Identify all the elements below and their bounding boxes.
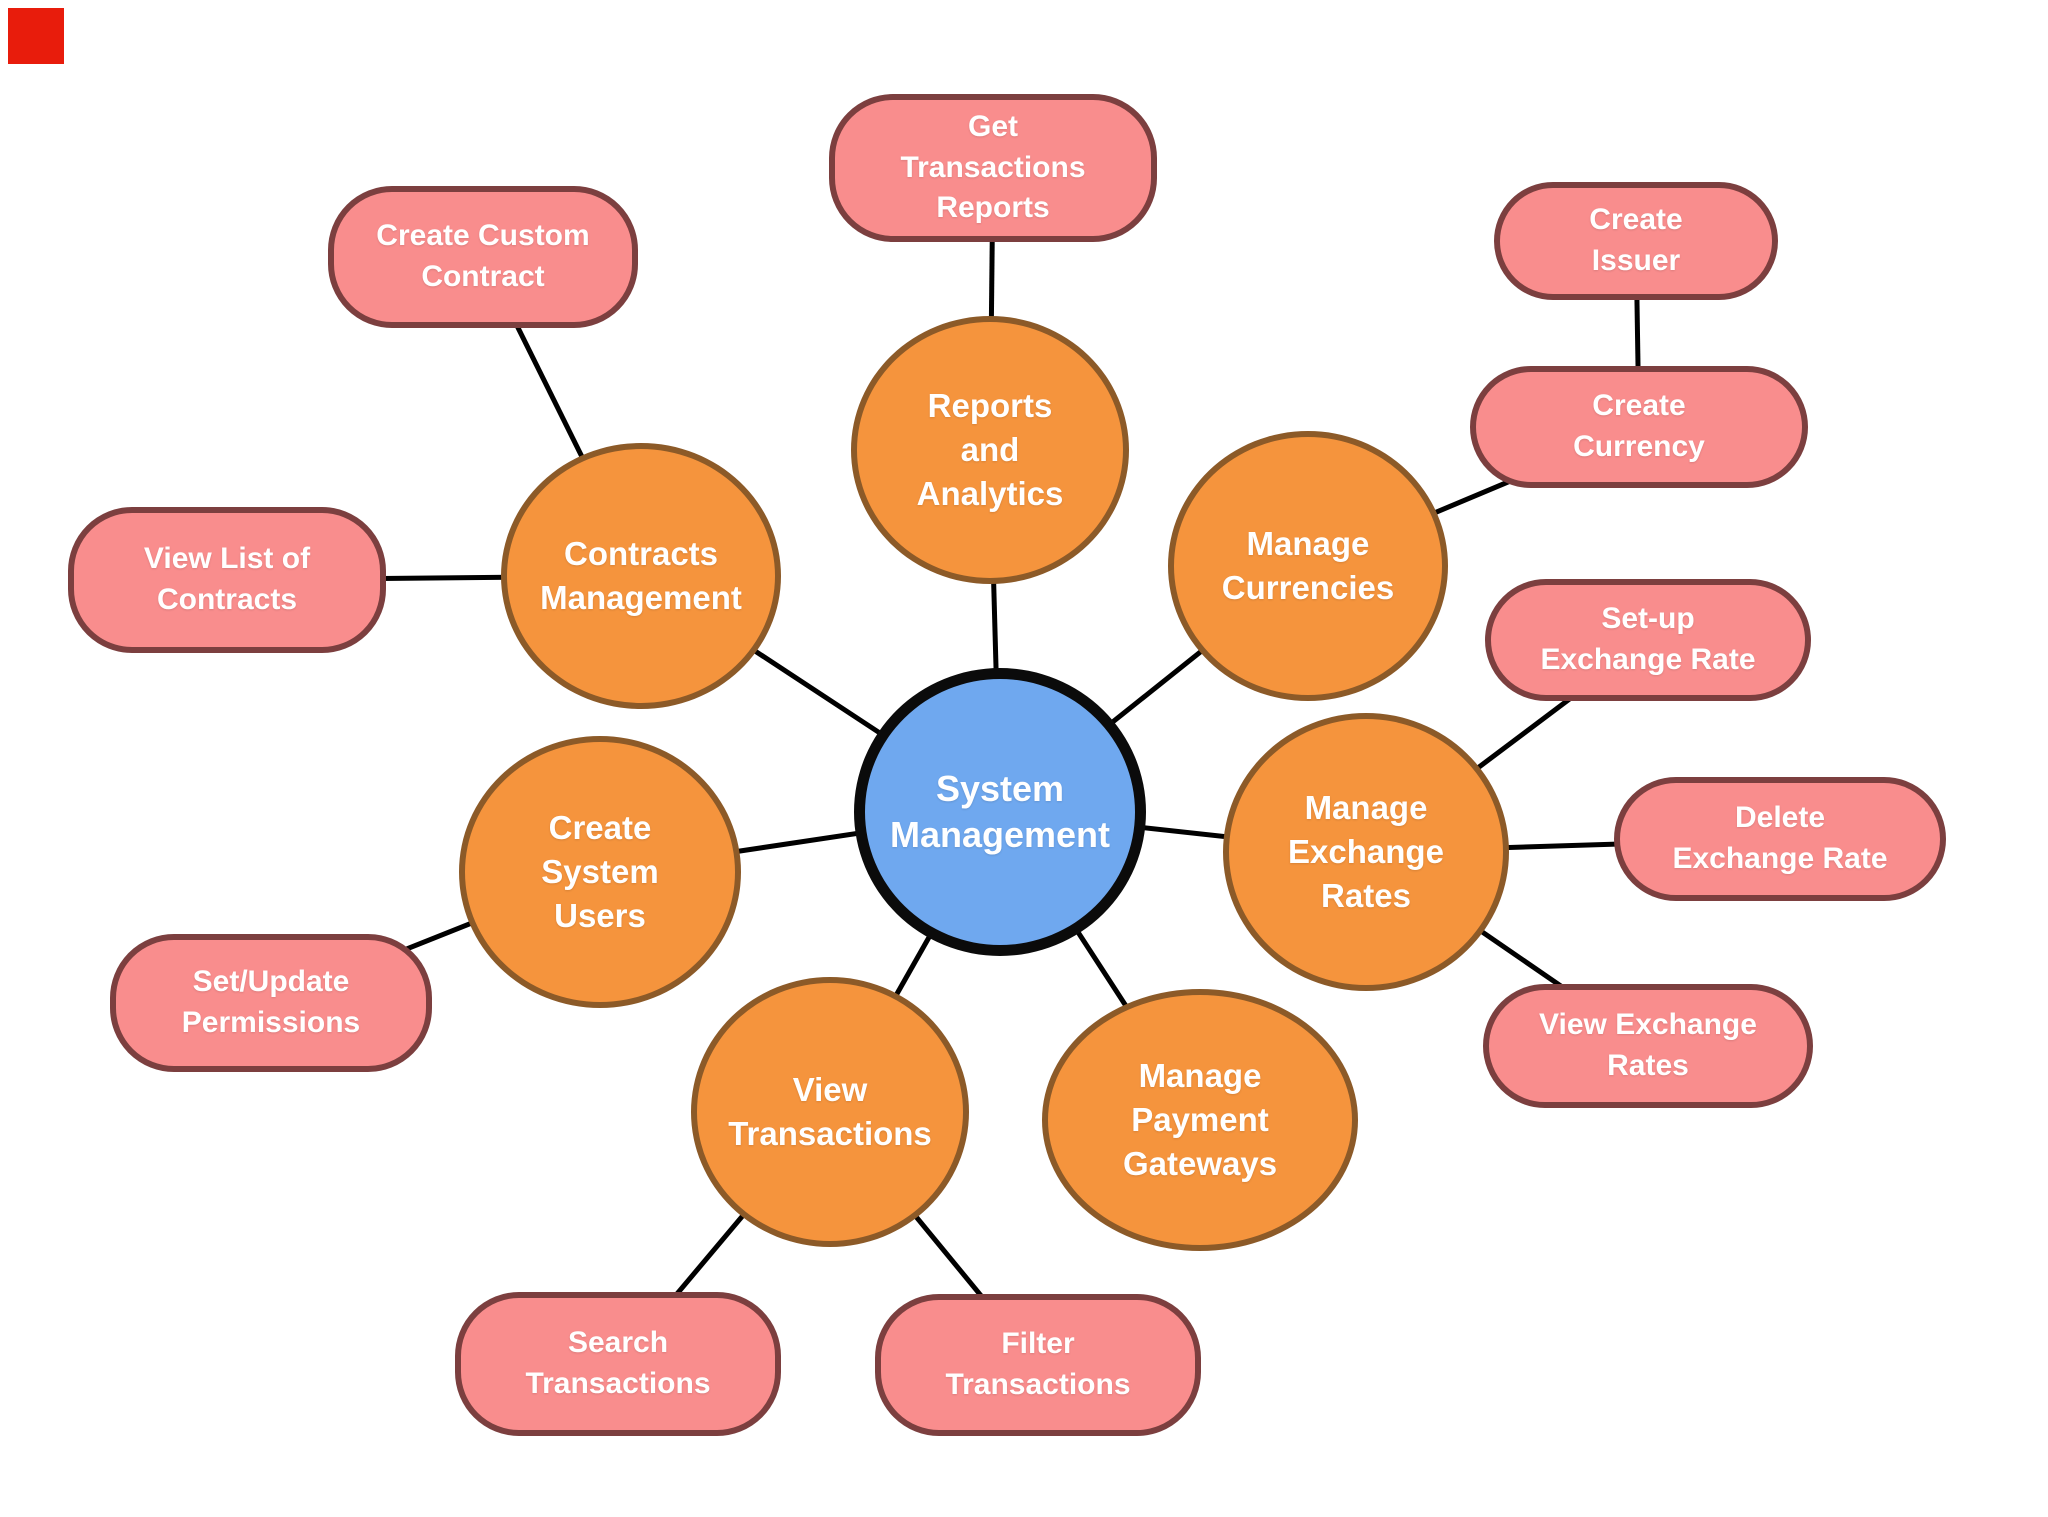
node-manage-payment-gateways: Manage Payment Gateways bbox=[1042, 989, 1358, 1251]
node-create-issuer: Create Issuer bbox=[1494, 182, 1778, 300]
node-contracts-management: Contracts Management bbox=[501, 443, 781, 709]
node-set-update-permissions: Set/Update Permissions bbox=[110, 934, 432, 1072]
node-search-transactions: Search Transactions bbox=[455, 1292, 781, 1436]
node-delete-exchange-rate: Delete Exchange Rate bbox=[1614, 777, 1946, 901]
corner-red-square bbox=[8, 8, 64, 64]
node-view-list-of-contracts: View List of Contracts bbox=[68, 507, 386, 653]
node-filter-transactions: Filter Transactions bbox=[875, 1294, 1201, 1436]
node-get-transactions-reports: Get Transactions Reports bbox=[829, 94, 1157, 242]
node-create-custom-contract: Create Custom Contract bbox=[328, 186, 638, 328]
node-view-transactions: View Transactions bbox=[691, 977, 969, 1247]
node-system-management: System Management bbox=[854, 668, 1146, 956]
node-view-exchange-rates: View Exchange Rates bbox=[1483, 984, 1813, 1108]
node-manage-currencies: Manage Currencies bbox=[1168, 431, 1448, 701]
node-reports-analytics: Reports and Analytics bbox=[851, 316, 1129, 584]
node-set-up-exchange-rate: Set-up Exchange Rate bbox=[1485, 579, 1811, 701]
node-create-system-users: Create System Users bbox=[459, 736, 741, 1008]
node-create-currency: Create Currency bbox=[1470, 366, 1808, 488]
node-manage-exchange-rates: Manage Exchange Rates bbox=[1223, 713, 1509, 991]
